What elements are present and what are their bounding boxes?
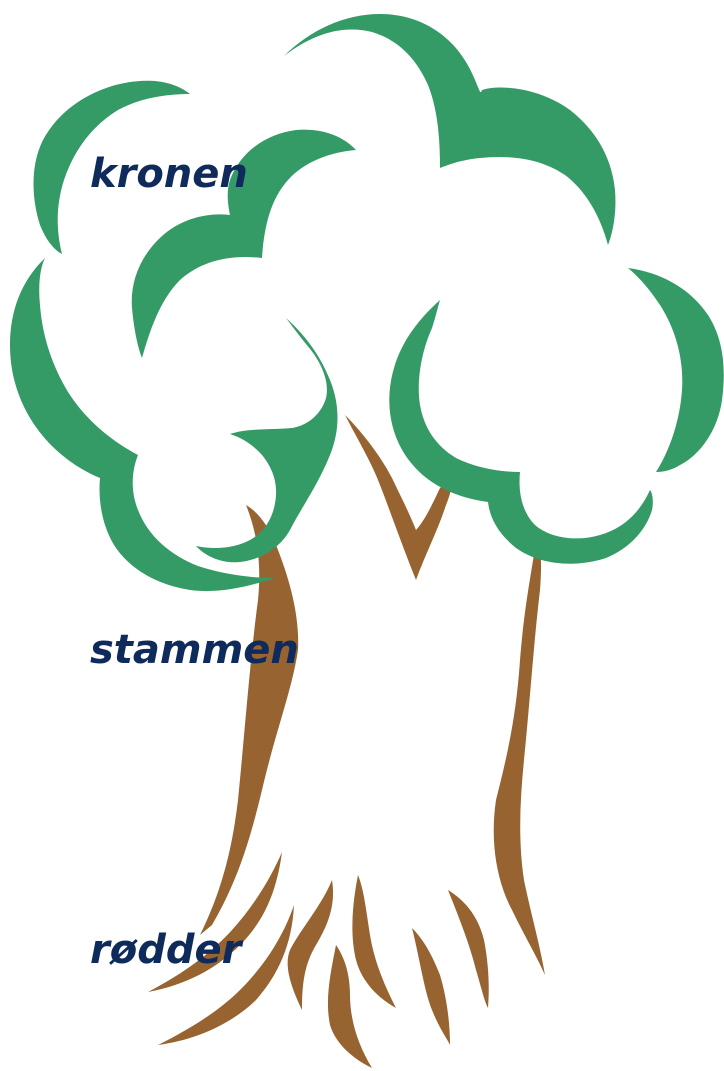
foliage-inner-lower-left xyxy=(196,318,338,562)
foliage-top-center xyxy=(284,14,615,245)
crown xyxy=(10,14,724,591)
root-left-center xyxy=(288,880,333,1010)
label-roots: rødder xyxy=(90,930,241,970)
foliage-right-outer xyxy=(628,268,724,472)
trunk-right-stroke xyxy=(494,530,545,975)
label-trunk: stammen xyxy=(90,630,299,670)
root-center-right xyxy=(352,875,396,1008)
label-crown: kronen xyxy=(90,154,248,194)
root-right xyxy=(412,928,450,1045)
root-far-right xyxy=(448,890,489,1008)
trunk-left-stroke xyxy=(200,505,298,935)
